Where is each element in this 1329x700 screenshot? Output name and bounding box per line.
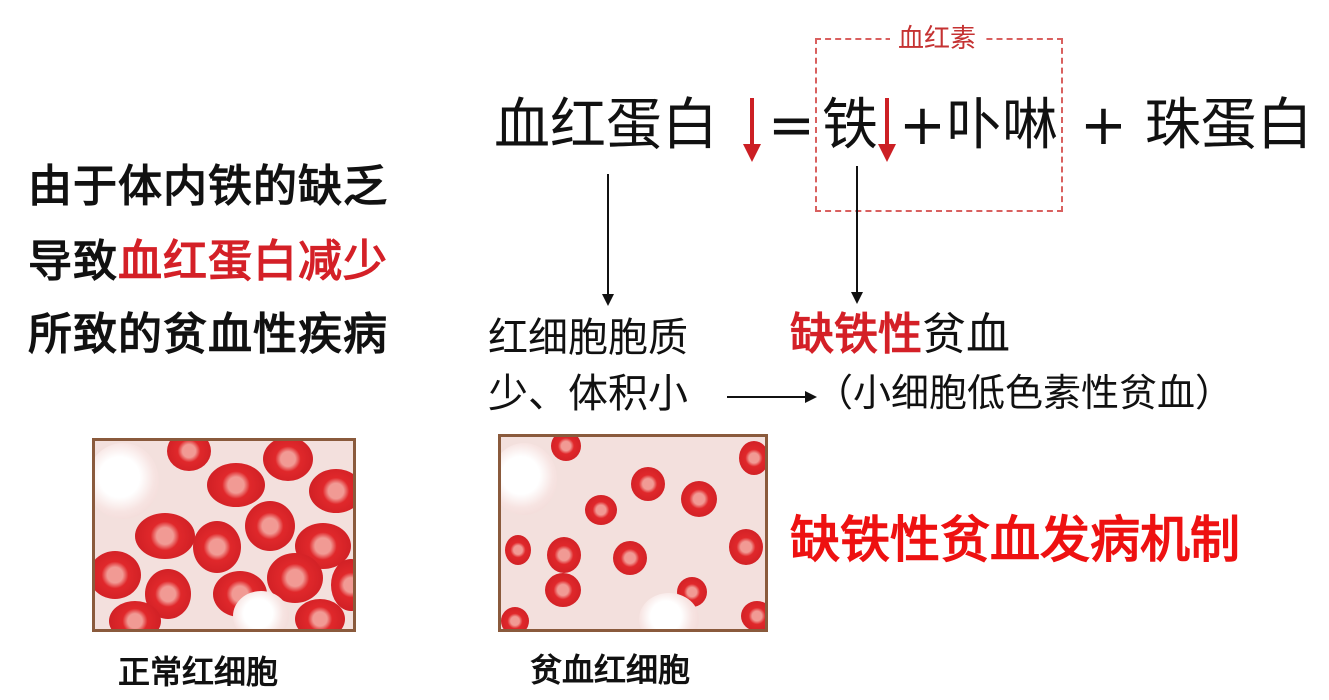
iron-term: 铁 [822, 93, 878, 158]
ida-label: 缺铁性贫血 [790, 313, 1010, 357]
ida-subtype: （小细胞低色素性贫血） [815, 371, 1234, 415]
hemoglobin-effect-arrow-shaft [607, 174, 609, 296]
result-arrow-shaft [727, 396, 807, 398]
ida-label-red: 缺铁性 [790, 309, 922, 360]
explanation-line-2: 导致血红蛋白减少 [28, 240, 388, 284]
explanation-highlight: 血红蛋白减少 [118, 236, 388, 287]
hemoglobin-effect-arrow-icon [602, 294, 614, 306]
rbc-effect-line-2: 少、体积小 [488, 371, 688, 417]
normal-rbc-caption: 正常红细胞 [118, 653, 279, 691]
explanation-line-3: 所致的贫血性疾病 [28, 309, 388, 360]
globin-term: + 珠蛋白 [1080, 93, 1313, 158]
ida-label-black: 贫血 [922, 309, 1010, 360]
anemic-rbc-image [498, 434, 768, 632]
normal-rbc-image [92, 438, 356, 632]
iron-decrease-arrow-icon [878, 98, 896, 164]
equals-sign: = [768, 93, 815, 158]
iron-effect-arrow-shaft [856, 166, 858, 294]
porphyrin-term: +卟啉 [899, 93, 1058, 158]
explanation-line-1: 由于体内铁的缺乏 [28, 161, 388, 212]
hemoglobin-term: 血红蛋白 [494, 93, 718, 158]
anemic-rbc-caption: 贫血红细胞 [530, 651, 691, 689]
hemoglobin-decrease-arrow-icon [743, 98, 761, 164]
rbc-effect-line-1: 红细胞胞质 [488, 315, 688, 361]
iron-effect-arrow-icon [851, 292, 863, 304]
explanation-line-2-prefix: 导致 [28, 236, 118, 287]
heme-label: 血红素 [890, 26, 985, 52]
result-arrow-icon [805, 391, 817, 403]
diagram-title: 缺铁性贫血发病机制 [790, 511, 1240, 569]
